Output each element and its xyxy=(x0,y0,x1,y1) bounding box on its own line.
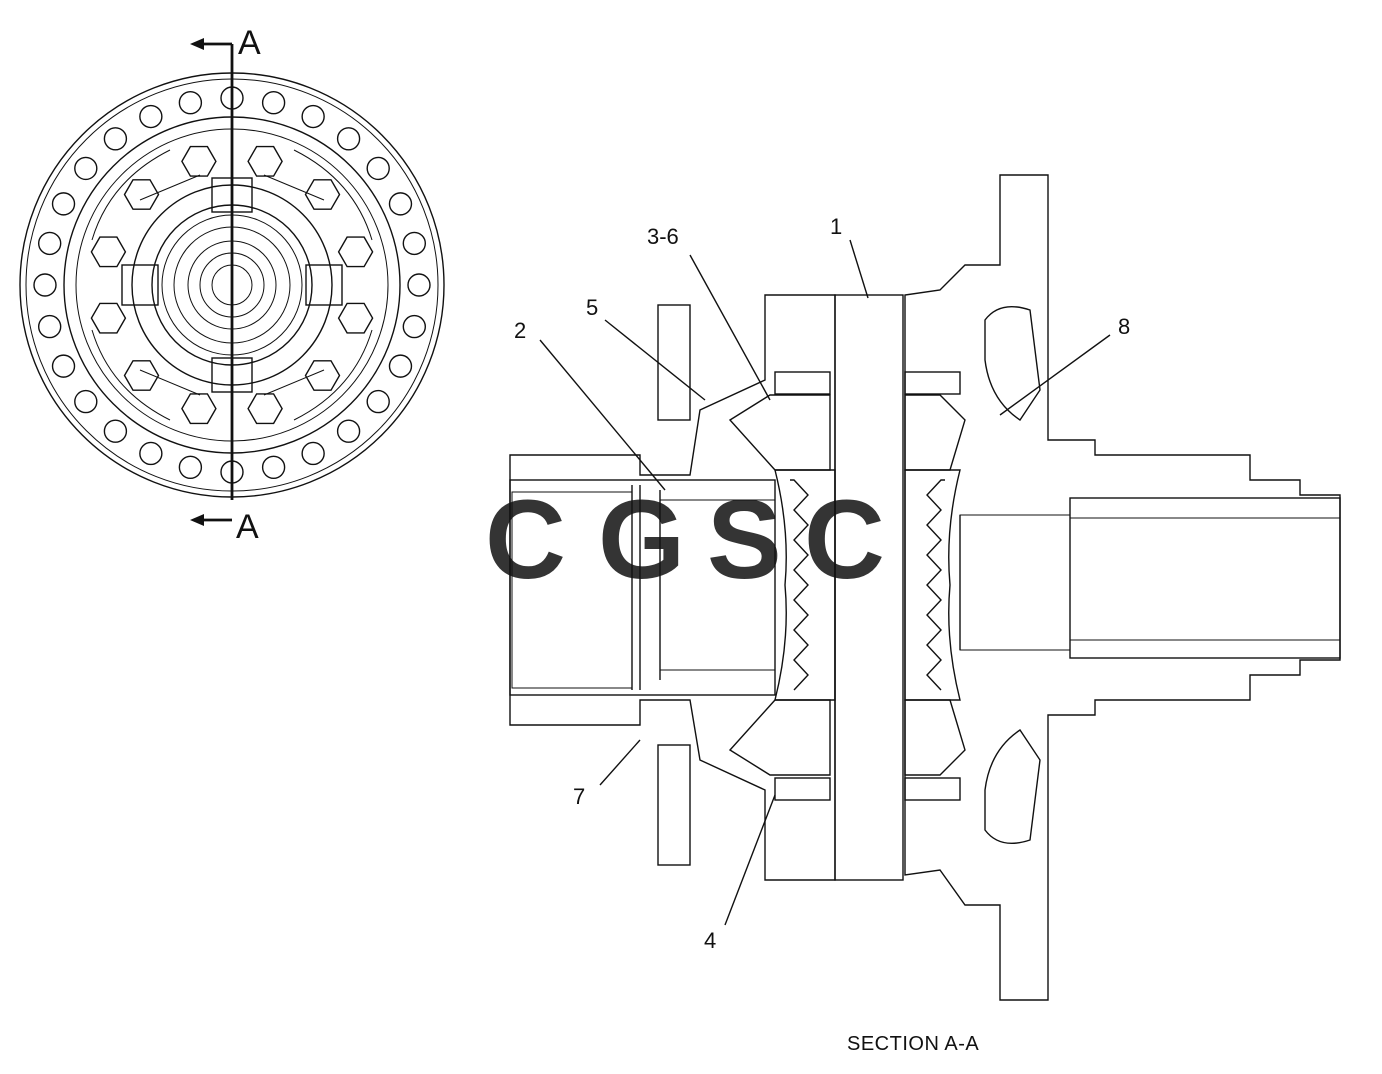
bolt-hole xyxy=(301,441,325,466)
section-marker-bottom: A xyxy=(236,508,259,546)
gear-tooth-profile xyxy=(926,479,945,691)
watermark-letter-1: C xyxy=(485,477,566,602)
callout-5: 5 xyxy=(586,295,598,320)
callout-3-6: 3-6 xyxy=(647,224,679,249)
callout-4: 4 xyxy=(704,928,716,953)
bolt-head xyxy=(181,145,217,177)
pinion-lower-right xyxy=(904,699,966,776)
callout-7: 7 xyxy=(573,784,585,809)
pinion-upper-left xyxy=(728,394,831,471)
bolt-head xyxy=(337,302,374,334)
left-case-half xyxy=(509,294,836,881)
bolt-head xyxy=(247,145,283,177)
watermark-letter-2: G xyxy=(598,477,685,602)
bolt-head xyxy=(90,236,127,268)
bolt-hole xyxy=(103,127,128,151)
bolt-hole xyxy=(51,354,76,378)
bolt-hole xyxy=(139,104,163,129)
side-gear-right xyxy=(904,469,961,701)
outer-bolt-holes xyxy=(33,86,431,484)
bolt-hole xyxy=(178,90,203,115)
bolt-hole xyxy=(366,156,390,181)
bolt-hole xyxy=(51,192,76,216)
pinion-lower-left xyxy=(728,699,831,776)
watermark: C G S C xyxy=(485,477,885,602)
right-shaft xyxy=(1069,497,1341,659)
gear-tooth-profile xyxy=(790,479,809,691)
bolt-hole xyxy=(178,455,203,480)
bolt-upper xyxy=(657,304,691,421)
right-case-half xyxy=(904,174,1341,1001)
bolt-lower xyxy=(657,744,691,866)
bolt-head xyxy=(123,360,160,391)
callout-1: 1 xyxy=(830,214,842,239)
bolt-hole xyxy=(37,231,62,256)
bolt-hole xyxy=(336,419,361,443)
callout-8: 8 xyxy=(1118,314,1130,339)
bolt-hole xyxy=(388,354,413,378)
bolt-hole xyxy=(33,273,57,297)
side-gear-left xyxy=(774,469,836,701)
bolt-hole xyxy=(74,389,98,414)
bolt-head xyxy=(304,179,341,210)
watermark-letter-3: S xyxy=(707,477,782,602)
leader-lines xyxy=(539,239,1111,926)
bolt-hole xyxy=(103,419,128,443)
bolt-hole xyxy=(74,156,98,181)
bolt-head xyxy=(90,302,127,334)
end-view: A A xyxy=(19,24,445,546)
bolt-hole xyxy=(388,192,413,216)
bolt-hole xyxy=(37,314,62,339)
bolt-hole xyxy=(402,231,427,256)
gear-teeth-left xyxy=(790,479,809,691)
inner-bolt-heads xyxy=(90,145,374,425)
bolt-hole xyxy=(407,273,431,297)
bolt-head xyxy=(247,393,283,425)
pinion-upper-right xyxy=(904,394,966,471)
bolt-head xyxy=(337,236,374,268)
gear-teeth-right xyxy=(926,479,945,691)
bolt-hole xyxy=(336,127,361,151)
bolt-hole xyxy=(261,90,286,115)
watermark-letter-4: C xyxy=(804,477,885,602)
bolt-hole xyxy=(301,104,325,129)
bolt-hole xyxy=(366,389,390,414)
section-view xyxy=(509,174,1341,1001)
callout-2: 2 xyxy=(514,318,526,343)
bolt-head xyxy=(181,393,217,425)
bolt-hole xyxy=(139,441,163,466)
bolt-hole xyxy=(261,455,286,480)
bolt-head xyxy=(304,360,341,391)
bolt-head xyxy=(123,179,160,210)
section-marker-top: A xyxy=(238,24,261,62)
bolt-hole xyxy=(402,314,427,339)
section-title: SECTION A-A xyxy=(847,1033,979,1055)
